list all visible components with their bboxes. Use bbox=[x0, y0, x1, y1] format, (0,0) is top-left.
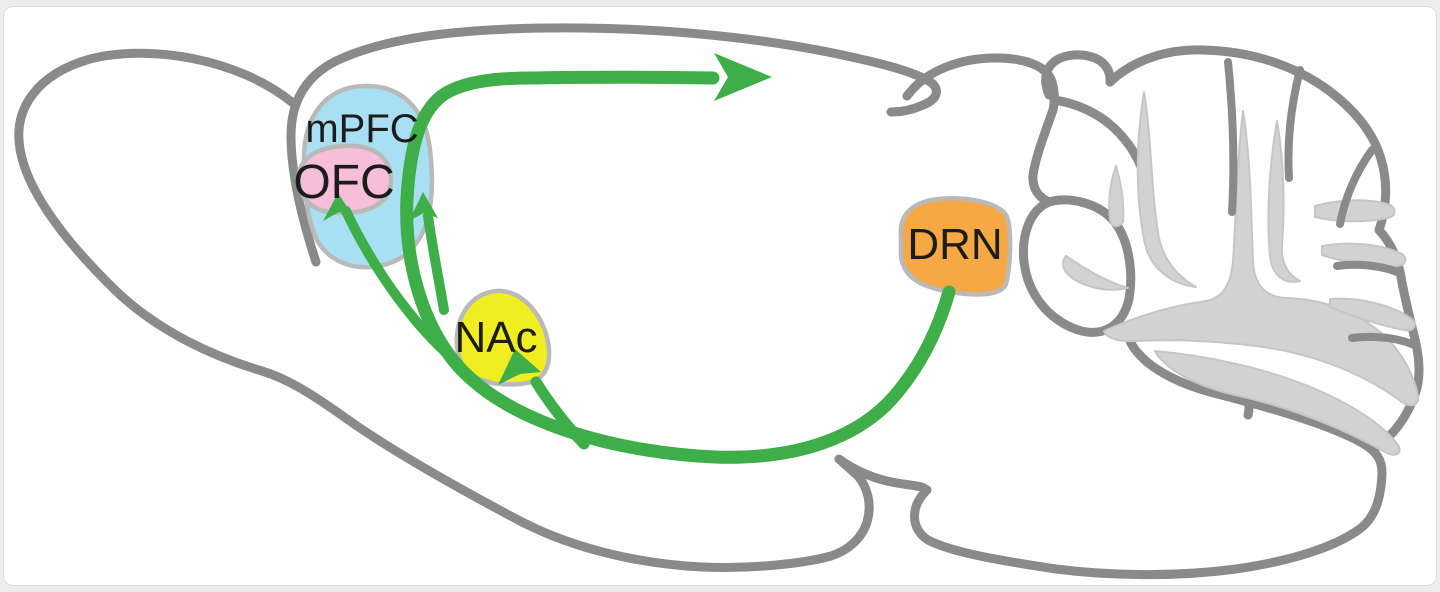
arbor-central-branch bbox=[1103, 110, 1419, 407]
region-labels: mPFC OFC NAc DRN bbox=[293, 107, 1002, 362]
projection-main-trunk bbox=[400, 70, 956, 464]
label-nac: NAc bbox=[454, 313, 537, 362]
arrowhead-mpfc bbox=[409, 192, 438, 221]
arrowhead-ofc bbox=[323, 193, 353, 221]
colliculus-outline bbox=[902, 53, 1059, 207]
label-drn: DRN bbox=[907, 220, 1002, 269]
cerebellum-fissures bbox=[1224, 58, 1418, 349]
projection-branch-ofc bbox=[341, 206, 457, 363]
arbor-left-sliver bbox=[1136, 91, 1197, 288]
figure-card bbox=[3, 6, 1437, 586]
arrowhead-nac bbox=[498, 349, 541, 385]
projection-branch-nac bbox=[530, 376, 590, 450]
cerebellum-arbor-vitae bbox=[1061, 91, 1419, 456]
label-mpfc: mPFC bbox=[305, 107, 418, 151]
arbor-circle-wedge bbox=[1061, 255, 1129, 291]
fissure-edge-lower bbox=[1348, 332, 1418, 349]
cerebellum-anterior-boundary bbox=[1049, 95, 1156, 250]
fissure-central bbox=[1224, 58, 1238, 216]
brain-regions bbox=[296, 83, 1013, 387]
region-drn bbox=[898, 196, 1013, 297]
arbor-finger-lower bbox=[1329, 297, 1416, 332]
arrowhead-cortex bbox=[714, 53, 772, 101]
arbor-second-spike bbox=[1267, 120, 1301, 283]
cerebellum-ear-outline bbox=[1041, 50, 1115, 100]
label-ofc: OFC bbox=[293, 156, 394, 209]
arbor-bottom-band bbox=[1154, 350, 1401, 456]
arbor-small-spike bbox=[1108, 165, 1125, 228]
projection-branch-mpfc bbox=[423, 211, 449, 315]
brain-outline bbox=[14, 23, 1424, 580]
cortex-outline bbox=[286, 23, 941, 267]
drn-projection-pathway bbox=[323, 53, 956, 464]
fissure-right-diagonal bbox=[1336, 146, 1376, 228]
fissure-right-upper bbox=[1284, 66, 1304, 182]
arbor-finger-upper bbox=[1314, 199, 1396, 223]
region-ofc bbox=[296, 143, 394, 216]
fissure-edge-upper bbox=[1333, 260, 1401, 276]
